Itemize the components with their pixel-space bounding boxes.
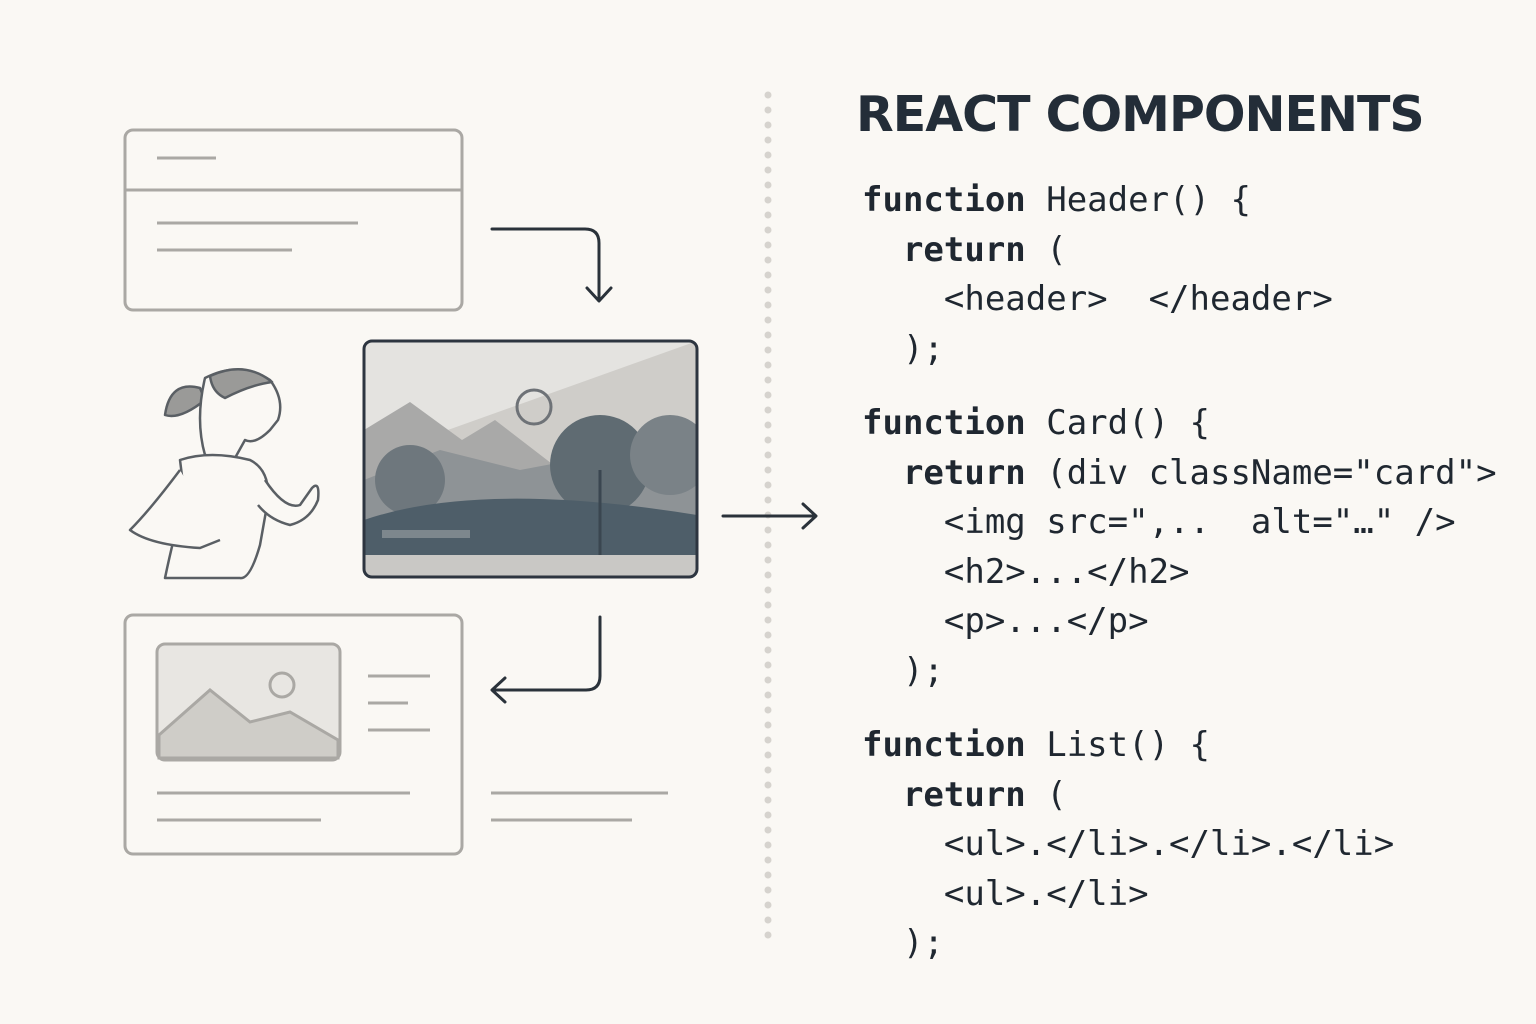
code-text: List() { xyxy=(1025,725,1210,765)
code-line: <ul>.</li> xyxy=(862,870,1394,920)
code-text: ( xyxy=(1025,774,1067,815)
code-block-list: function List() { return ( <ul>.</li>.</… xyxy=(862,721,1394,969)
code-line: <h2>...</h2> xyxy=(862,548,1497,598)
arrow-right-icon xyxy=(721,502,818,530)
keyword: function xyxy=(862,180,1026,220)
code-text: <h2>...</h2> xyxy=(862,551,1190,592)
code-line: <header> </header> xyxy=(862,275,1333,325)
keyword: return xyxy=(862,774,1026,815)
photo-card xyxy=(362,339,699,579)
keyword: return xyxy=(862,452,1026,493)
code-text: <ul>.</li> xyxy=(862,873,1149,914)
code-text: Card() { xyxy=(1025,403,1210,443)
code-line: return ( xyxy=(862,771,1394,821)
arrow-left-icon xyxy=(490,615,602,704)
code-text: ); xyxy=(862,923,944,963)
code-text: <p>...</p> xyxy=(862,601,1149,641)
code-line: <p>...</p> xyxy=(862,597,1497,647)
code-line: ); xyxy=(862,647,1497,697)
code-text: <ul>.</li>.</li>.</li> xyxy=(862,824,1395,864)
code-line: <img src=",.. alt="…" /> xyxy=(862,498,1497,548)
code-line: function Card() { xyxy=(862,399,1497,449)
code-line: function List() { xyxy=(862,721,1394,771)
code-line: ); xyxy=(862,325,1333,375)
code-text: ); xyxy=(862,328,944,369)
text-lines xyxy=(491,791,668,822)
code-text: (div className="card"> xyxy=(1025,452,1497,493)
card-wireframe xyxy=(123,613,464,856)
code-block-header: function Header() { return ( <header> </… xyxy=(862,176,1333,374)
header-wireframe xyxy=(123,128,464,312)
code-line: <ul>.</li>.</li>.</li> xyxy=(862,820,1394,870)
page-title: REACT COMPONENTS xyxy=(856,86,1425,143)
code-line: function Header() { xyxy=(862,176,1333,226)
code-line: return (div className="card"> xyxy=(862,449,1497,499)
code-text: <header> </header> xyxy=(862,279,1333,319)
code-block-card: function Card() { return (div className=… xyxy=(862,399,1497,696)
keyword: return xyxy=(862,229,1026,270)
arrow-down-icon xyxy=(490,227,613,303)
code-line: ); xyxy=(862,919,1394,969)
code-text: Header() { xyxy=(1025,180,1251,220)
code-text: <img src=",.. alt="…" /> xyxy=(862,502,1456,542)
runner-figure xyxy=(128,368,320,580)
code-line: return ( xyxy=(862,226,1333,276)
code-text: ); xyxy=(862,650,944,691)
keyword: function xyxy=(862,725,1026,765)
code-text: ( xyxy=(1025,229,1067,270)
keyword: function xyxy=(862,403,1026,443)
